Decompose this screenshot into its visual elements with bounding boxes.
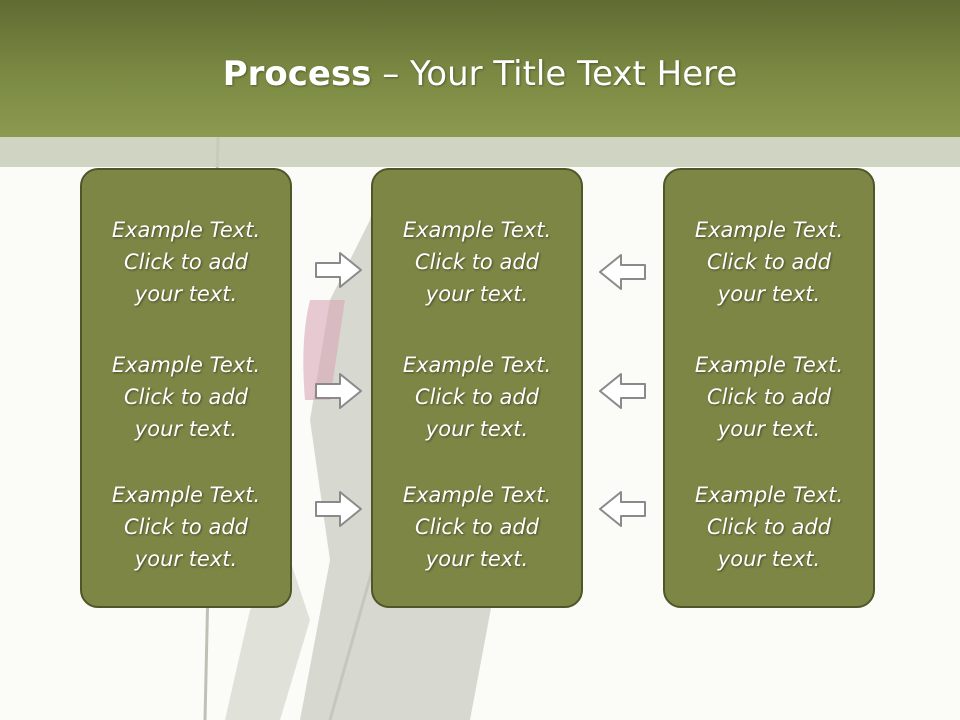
item-line: your text.	[134, 547, 238, 571]
text-item[interactable]: Example Text. Click to add your text.	[82, 214, 290, 310]
text-item[interactable]: Example Text. Click to add your text.	[373, 214, 581, 310]
item-line: Click to add	[414, 250, 539, 274]
item-line: Click to add	[414, 515, 539, 539]
item-line: Example Text.	[402, 353, 552, 377]
text-item[interactable]: Example Text. Click to add your text.	[82, 479, 290, 575]
title-bar	[0, 0, 960, 137]
item-line: your text.	[425, 282, 529, 306]
item-line: your text.	[717, 417, 821, 441]
text-item[interactable]: Example Text. Click to add your text.	[373, 479, 581, 575]
item-line: Click to add	[706, 250, 831, 274]
process-box-right[interactable]: Example Text. Click to add your text. Ex…	[663, 168, 875, 608]
item-line: Click to add	[123, 385, 248, 409]
item-line: your text.	[134, 282, 238, 306]
item-line: Click to add	[414, 385, 539, 409]
arrow-right-icon	[315, 252, 362, 288]
text-item[interactable]: Example Text. Click to add your text.	[82, 349, 290, 445]
arrow-left-icon	[599, 254, 646, 290]
item-line: your text.	[717, 547, 821, 571]
item-line: Example Text.	[694, 218, 844, 242]
item-line: your text.	[425, 417, 529, 441]
title-strip	[0, 137, 960, 167]
text-item[interactable]: Example Text. Click to add your text.	[373, 349, 581, 445]
item-line: Example Text.	[111, 218, 261, 242]
arrow-right-icon	[315, 491, 362, 527]
text-item[interactable]: Example Text. Click to add your text.	[665, 214, 873, 310]
item-line: Example Text.	[694, 353, 844, 377]
slide-title[interactable]: Process – Your Title Text Here	[0, 52, 960, 96]
item-line: Click to add	[123, 515, 248, 539]
item-line: your text.	[717, 282, 821, 306]
item-line: Example Text.	[402, 218, 552, 242]
text-item[interactable]: Example Text. Click to add your text.	[665, 479, 873, 575]
arrow-right-icon	[315, 373, 362, 409]
item-line: Click to add	[706, 385, 831, 409]
arrow-left-icon	[599, 373, 646, 409]
item-line: your text.	[425, 547, 529, 571]
item-line: Click to add	[706, 515, 831, 539]
title-bold: Process	[222, 54, 372, 94]
item-line: Example Text.	[402, 483, 552, 507]
arrow-left-icon	[599, 491, 646, 527]
process-box-left[interactable]: Example Text. Click to add your text. Ex…	[80, 168, 292, 608]
text-item[interactable]: Example Text. Click to add your text.	[665, 349, 873, 445]
item-line: Click to add	[123, 250, 248, 274]
item-line: Example Text.	[694, 483, 844, 507]
title-rest: – Your Title Text Here	[371, 54, 738, 94]
item-line: Example Text.	[111, 483, 261, 507]
process-box-middle[interactable]: Example Text. Click to add your text. Ex…	[371, 168, 583, 608]
item-line: Example Text.	[111, 353, 261, 377]
item-line: your text.	[134, 417, 238, 441]
